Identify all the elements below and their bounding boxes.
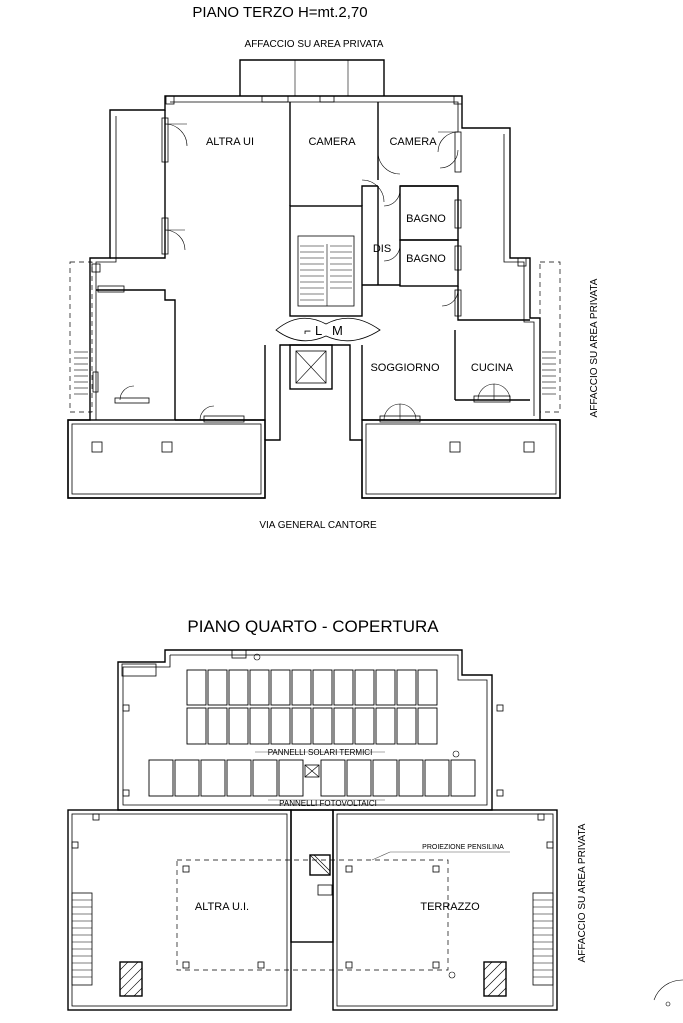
floor3-side-label: AFFACCIO SU AREA PRIVATA [589,278,600,417]
floor4-side-label: AFFACCIO SU AREA PRIVATA [577,823,588,962]
floor3-bottom-label: VIA GENERAL CANTORE [259,520,377,531]
room-bagno-2: BAGNO [406,253,446,265]
room-bagno-1: BAGNO [406,213,446,225]
solar-thermal-panels [186,669,438,745]
photovoltaic-panels [148,759,476,797]
room-camera-2: CAMERA [389,136,437,148]
room-cucina: CUCINA [471,362,514,374]
compass-icon [653,979,683,1007]
svg-text:⌐: ⌐ [304,324,311,338]
floor4-title: PIANO QUARTO - COPERTURA [187,617,439,636]
room-dis: DIS [373,243,391,255]
floor4-plan [67,649,558,1011]
svg-text:L: L [315,323,322,338]
room-soggiorno: SOGGIORNO [370,362,440,374]
room-camera-1: CAMERA [308,136,356,148]
floor3-top-label: AFFACCIO SU AREA PRIVATA [245,39,384,50]
annotation-pannelli-solari: PANNELLI SOLARI TERMICI [268,748,373,757]
annotation-proiezione-pensilina: PROIEZIONE PENSILINA [422,844,504,851]
floor3-title: PIANO TERZO H=mt.2,70 [192,4,367,21]
floor3-plan: ⌐ L M [67,59,561,499]
annotation-pannelli-fotovoltaici: PANNELLI FOTOVOLTAICI [279,799,377,808]
room-altra-ui: ALTRA UI [206,136,254,148]
room-altra-ui-roof: ALTRA U.I. [195,901,249,913]
annotation-leaders [255,751,510,861]
svg-text:M: M [332,323,343,338]
room-terrazzo: TERRAZZO [420,901,480,913]
